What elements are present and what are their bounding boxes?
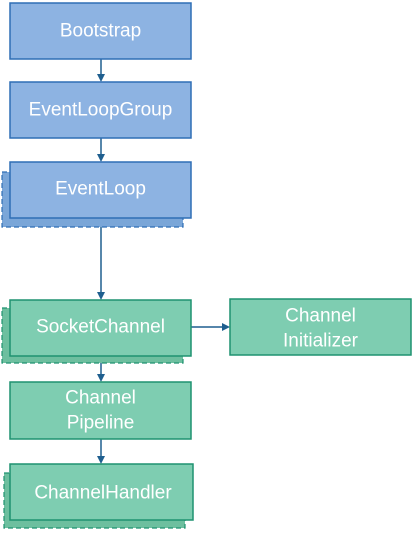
node-channelhandler: ChannelHandler [3,463,194,529]
node-channelpipeline: Channel Pipeline [9,381,192,440]
node-channelinitializer-line1: Channel [285,306,356,327]
node-socketchannel-label: SocketChannel [36,317,165,338]
node-bootstrap-label: Bootstrap [60,21,141,42]
node-channelinitializer-box [229,298,412,356]
node-eventloop-label: EventLoop [55,179,146,200]
node-eventloopgroup-box [9,81,192,139]
node-socketchannel: SocketChannel [1,299,192,364]
node-channelinitializer: Channel Initializer [229,298,412,356]
node-eventloop-box [9,161,192,219]
node-socketchannel-box [9,299,192,357]
node-bootstrap: Bootstrap [9,2,192,60]
node-eventloop: EventLoop [1,161,192,228]
node-eventloopgroup-label: EventLoopGroup [29,100,173,121]
node-channelpipeline-line2: Pipeline [67,413,135,434]
node-channelpipeline-box [9,381,192,440]
node-channelhandler-label: ChannelHandler [34,483,172,504]
node-channelpipeline-line1: Channel [65,388,136,409]
node-channelhandler-box [9,463,194,521]
node-bootstrap-box [9,2,192,60]
node-channelinitializer-line2: Initializer [283,331,359,352]
node-eventloopgroup: EventLoopGroup [9,81,192,139]
